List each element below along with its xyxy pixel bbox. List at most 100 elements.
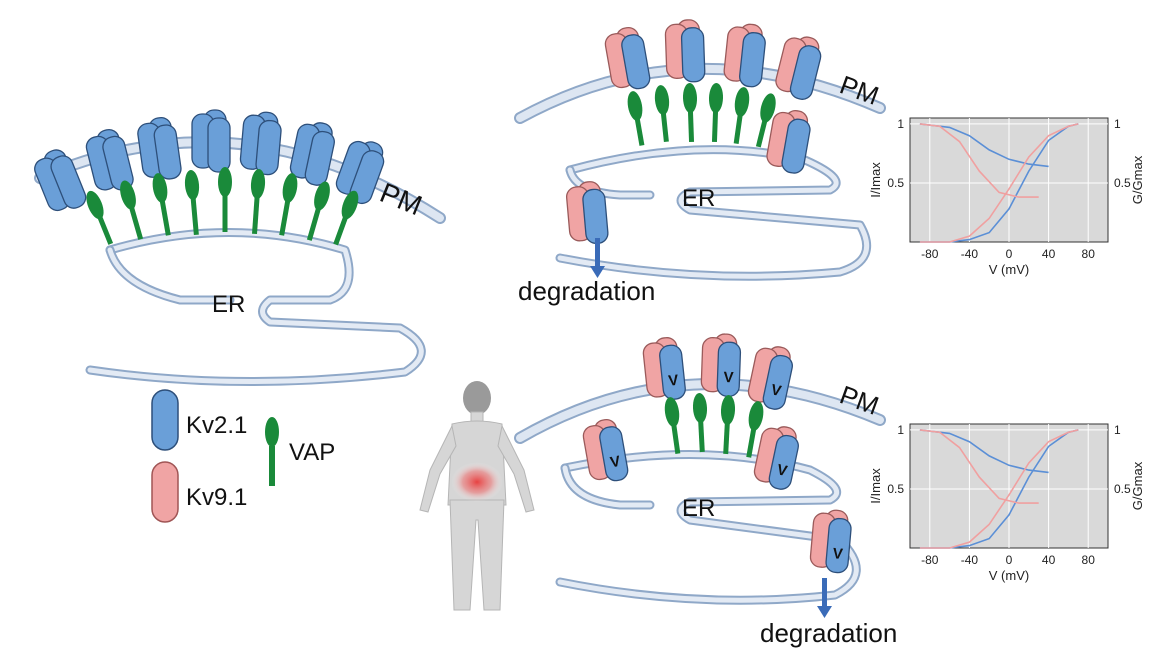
top-channel-cluster	[565, 19, 822, 245]
vap-head	[627, 91, 643, 121]
vap-protein	[746, 401, 764, 458]
series-line-1	[919, 123, 1079, 243]
vap-stem	[128, 205, 144, 240]
vap-stem	[306, 206, 322, 241]
vap-swatch-stem	[269, 446, 275, 486]
x-tick-label: -80	[921, 247, 939, 261]
series-line-2	[919, 123, 1039, 198]
vap-protein	[86, 190, 114, 245]
vap-head	[184, 170, 200, 200]
vap-head	[654, 85, 670, 115]
vap-stem	[711, 109, 719, 143]
channel-subunit	[768, 434, 799, 490]
legend-kv21-label: Kv2.1	[186, 412, 247, 439]
legend-kv91-label: Kv9.1	[186, 484, 247, 511]
y-tick-label-left: 1	[897, 423, 904, 437]
vap-stem	[159, 199, 171, 236]
x-tick-label: -40	[961, 247, 979, 261]
vap-head	[282, 173, 298, 203]
channel-subunit	[789, 45, 822, 100]
kv-channel	[239, 111, 282, 176]
channel-subunit	[762, 354, 793, 410]
vap-protein	[682, 83, 698, 143]
vap-protein	[306, 181, 330, 241]
vap-head	[664, 397, 680, 427]
kv-channel: V	[642, 337, 686, 400]
x-tick-label: -80	[921, 553, 939, 567]
series-line-2	[919, 429, 1039, 504]
mutation-mark: V	[832, 545, 843, 563]
vap-protein	[755, 93, 776, 148]
kv-channel	[289, 122, 335, 186]
vap-head	[120, 180, 136, 210]
vap-stem	[733, 113, 743, 144]
vap-protein	[654, 85, 670, 143]
vap-protein	[692, 393, 708, 453]
kv-channel	[604, 26, 651, 90]
vap-protein	[733, 87, 750, 144]
vap-protein	[664, 397, 681, 454]
series-line-1	[919, 429, 1079, 549]
er-label-top: ER	[682, 185, 715, 212]
x-tick-label: 40	[1042, 553, 1056, 567]
vap-head	[708, 83, 724, 113]
degradation-arrow-top	[590, 238, 605, 278]
series-line-0	[919, 429, 1049, 474]
mutation-mark: V	[609, 453, 622, 471]
channel-subunit	[304, 130, 335, 186]
channel-subunit	[207, 117, 231, 173]
vap-head	[218, 167, 232, 197]
kv-channel	[664, 19, 706, 83]
vap-protein	[333, 190, 359, 246]
y-axis-label-right: G/Gmax	[1130, 155, 1145, 204]
vap-stem	[279, 199, 291, 236]
kv-channel: V	[700, 333, 742, 397]
vap-protein	[152, 173, 171, 236]
kv-channel: V	[753, 426, 799, 490]
series-line-3	[919, 123, 1079, 243]
vap-stem	[755, 119, 768, 148]
left-channel-cluster	[34, 109, 385, 246]
vap-stem	[698, 419, 705, 453]
kv-channel	[775, 36, 822, 100]
channel-subunit	[582, 188, 609, 245]
kv-channel: V	[809, 509, 852, 574]
kv-channel	[191, 109, 231, 173]
x-tick-label: 0	[1006, 553, 1013, 567]
y-tick-label-left: 1	[897, 117, 904, 131]
vap-head	[250, 169, 266, 199]
vap-stem	[222, 194, 228, 232]
x-axis-label: V (mV)	[989, 568, 1029, 583]
vap-stem	[687, 109, 695, 143]
legend: Kv2.1 Kv9.1 VAP	[151, 389, 335, 523]
mutation-mark: V	[668, 372, 680, 390]
vap-head	[341, 190, 359, 220]
channel-subunit	[153, 124, 182, 180]
kv-channel	[85, 128, 134, 191]
mutation-mark: V	[723, 369, 734, 386]
degradation-arrow-bottom	[817, 578, 832, 618]
kv-channel	[723, 23, 766, 88]
er-membrane-left	[85, 228, 426, 386]
er-label-bottom: ER	[682, 495, 715, 522]
x-tick-label: 80	[1082, 553, 1096, 567]
vap-head	[86, 190, 104, 220]
vap-stem	[671, 423, 681, 454]
vap-stem	[634, 117, 645, 146]
kv-channel	[565, 181, 609, 245]
kv91-swatch	[151, 461, 179, 523]
degradation-label-top: degradation	[518, 276, 655, 306]
vap-head	[760, 93, 776, 123]
vap-protein	[120, 180, 144, 240]
kv-channel: V	[582, 418, 629, 482]
vap-protein	[279, 173, 298, 236]
y-tick-label-right: 0.5	[1114, 482, 1131, 496]
series-line-0	[919, 123, 1049, 168]
y-tick-label-right: 0.5	[1114, 176, 1131, 190]
y-tick-label-left: 0.5	[887, 176, 904, 190]
vap-protein	[250, 169, 266, 235]
channel-subunit	[680, 27, 706, 83]
